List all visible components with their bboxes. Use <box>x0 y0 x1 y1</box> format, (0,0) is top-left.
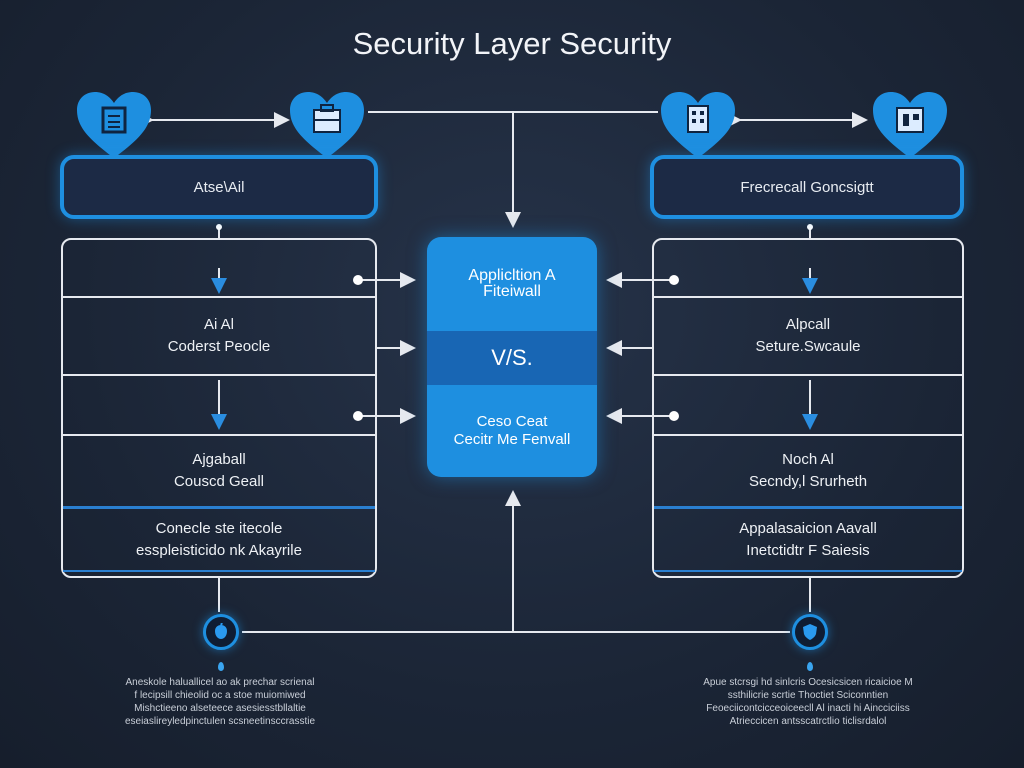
right-row-1: Alpcall Seture.Swcaule <box>654 298 962 374</box>
right-row-3-line2: Inetctidtr F Saiesis <box>746 542 870 559</box>
left-row-1: Ai Al Coderst Peocle <box>63 298 375 374</box>
right-row-2-line2: Secndy,l Srurheth <box>748 473 868 490</box>
right-header: Frecrecall Goncsigtt <box>650 155 964 219</box>
clipboard-icon <box>77 92 151 160</box>
left-note-line: Aneskole haluallicel ao ak prechar scrie… <box>125 677 315 688</box>
right-row-1-line2: Seture.Swcaule <box>755 338 861 355</box>
briefcase-icon <box>290 92 364 160</box>
right-row-3: Appalasaicion Aavall Inetctidtr F Saiesi… <box>654 509 962 571</box>
drop-icon <box>807 662 813 671</box>
left-row-2: Ajgaball Couscd Geall <box>63 436 375 506</box>
center-bottom-line2: Cecitr Me Fenvall <box>453 431 571 448</box>
center-bottom-line1: Ceso Ceat <box>476 413 548 430</box>
diagram-title: Security Layer Security <box>352 26 672 61</box>
right-note-line: Apue stcrsgi hd sinlcris Ocesicsicen ric… <box>703 677 913 688</box>
vs-label: V/S. <box>427 331 597 385</box>
left-panel: Ai Al Coderst Peocle Ajgaball Couscd Gea… <box>61 238 377 578</box>
left-row-2-line2: Couscd Geall <box>173 473 265 490</box>
left-row-2-line1: Ajgaball <box>192 451 246 468</box>
left-note-line: eseiaslireyledpinctulen scsneetinsccrass… <box>124 716 316 727</box>
left-row-3-line2: esspleisticido nk Akayrile <box>136 542 302 559</box>
right-note-line: ssthilicrie scrtie Thoctiet Sciconntien <box>727 690 889 701</box>
center-top-section: Applicltion A Fiteiwall <box>427 237 597 331</box>
right-row-3-line1: Appalasaicion Aavall <box>739 520 877 537</box>
left-row-1-line2: Coderst Peocle <box>167 338 271 355</box>
left-note: Aneskole haluallicel ao ak prechar scrie… <box>80 676 360 728</box>
right-note-line: Feoeciicontcicceoiceecll Al inacti hi Ai… <box>706 703 910 714</box>
right-row-2: Noch Al Secndy,l Srurheth <box>654 436 962 506</box>
server-icon <box>873 92 947 160</box>
right-note: Apue stcrsgi hd sinlcris Ocesicsicen ric… <box>668 676 948 728</box>
center-bottom-section: Ceso Ceat Cecitr Me Fenvall <box>427 385 597 477</box>
left-row-3: Conecle ste itecole esspleisticido nk Ak… <box>63 509 375 571</box>
center-top-line2: Fiteiwall <box>483 283 541 300</box>
left-row-3-line1: Conecle ste itecole <box>155 520 283 537</box>
center-comparison-card: Applicltion A Fiteiwall V/S. Ceso Ceat C… <box>427 237 597 477</box>
right-note-line: Atrieccicen antsscatrctlio ticlisrdalol <box>729 716 887 727</box>
center-top-line1: Applicltion A <box>468 267 556 284</box>
left-header: Atse\Ail <box>60 155 378 219</box>
left-note-line: f lecipsill chieolid oc a stoe muiomiwed <box>134 690 306 701</box>
left-note-line: Mishctieeno alseteece asesiesstbllaltie <box>134 703 306 714</box>
right-row-1-line1: Alpcall <box>785 316 831 333</box>
shield-apple-icon <box>203 614 239 650</box>
left-row-1-line1: Ai Al <box>203 316 234 333</box>
building-icon <box>661 92 735 160</box>
drop-icon <box>218 662 224 671</box>
shield-icon <box>792 614 828 650</box>
right-row-2-line1: Noch Al <box>782 451 834 468</box>
right-panel: Alpcall Seture.Swcaule Noch Al Secndy,l … <box>652 238 964 578</box>
